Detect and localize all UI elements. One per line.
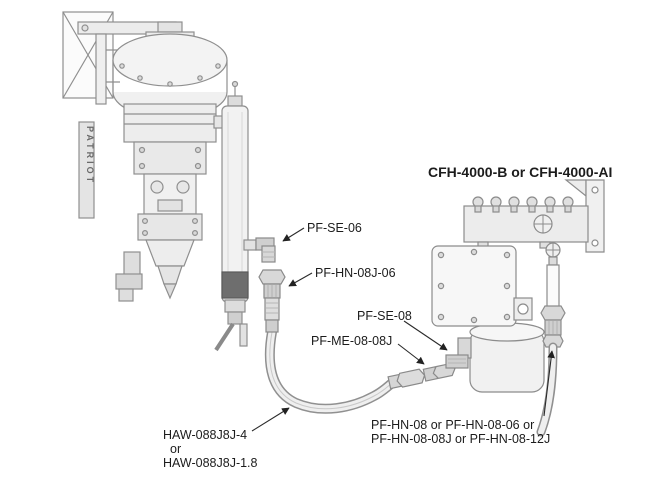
leader-pf-se-06 [282,227,305,242]
pf-hn-08j-06-fitting-icon [258,269,286,299]
dispense-nozzle-icon [145,239,195,300]
pf-se-06-elbow-icon [255,237,276,263]
label-haw-line3: HAW-088J8J-1.8 [163,456,258,470]
leader-pf-hn-08j-06 [288,272,313,287]
heater-title: CFH-4000-B or CFH-4000-AI [428,164,612,180]
label-pf-hn-08j-06: PF-HN-08J-06 [315,266,396,280]
siphon-tube-assembly [214,80,257,352]
pf-hn-hex-nut-icon [540,305,566,321]
pump-body-icon [123,103,217,241]
valve-handle-icon [214,322,235,352]
label-pf-hn-line2: PF-HN-08-08J or PF-HN-08-12J [371,432,550,446]
hose-haw [264,327,397,414]
leader-pf-se-08 [403,320,448,351]
manifold-ports-icon [472,196,574,213]
heater-manifold-icon [463,196,589,249]
heater-body-icon [431,245,533,327]
label-haw-line2: or [170,442,181,456]
label-pf-se-08: PF-SE-08 [357,309,412,323]
label-pf-se-06: PF-SE-06 [307,221,362,235]
hose-hex-nut-icon [396,368,426,388]
outlet-pipe-assembly [536,242,566,437]
hose-end-left-icon [264,297,280,333]
label-pf-me-08-08j: PF-ME-08-08J [311,334,392,348]
leader-haw [251,407,290,432]
patriot-label: PATRIOT [85,126,95,185]
heater-unit [431,179,605,393]
label-pf-hn-line1: PF-HN-08 or PF-HN-08-06 or [371,418,534,432]
tube-dark-band [221,271,249,299]
leader-lines [251,227,555,432]
outlet-fitting-chain [387,337,472,390]
patriot-badge: PATRIOT [78,121,95,219]
sight-glass-icon [517,303,529,315]
inlet-fitting-stack [255,237,286,333]
pump-left-elbow-icon [115,251,143,302]
pf-se-08-elbow-icon [445,337,472,369]
heater-tank-icon [469,322,545,393]
pump-assembly: PATRIOT [62,11,237,302]
label-haw-line1: HAW-088J8J-4 [163,428,247,442]
leader-pf-me-08-08j [397,343,425,365]
leader-pf-hn [543,350,555,417]
